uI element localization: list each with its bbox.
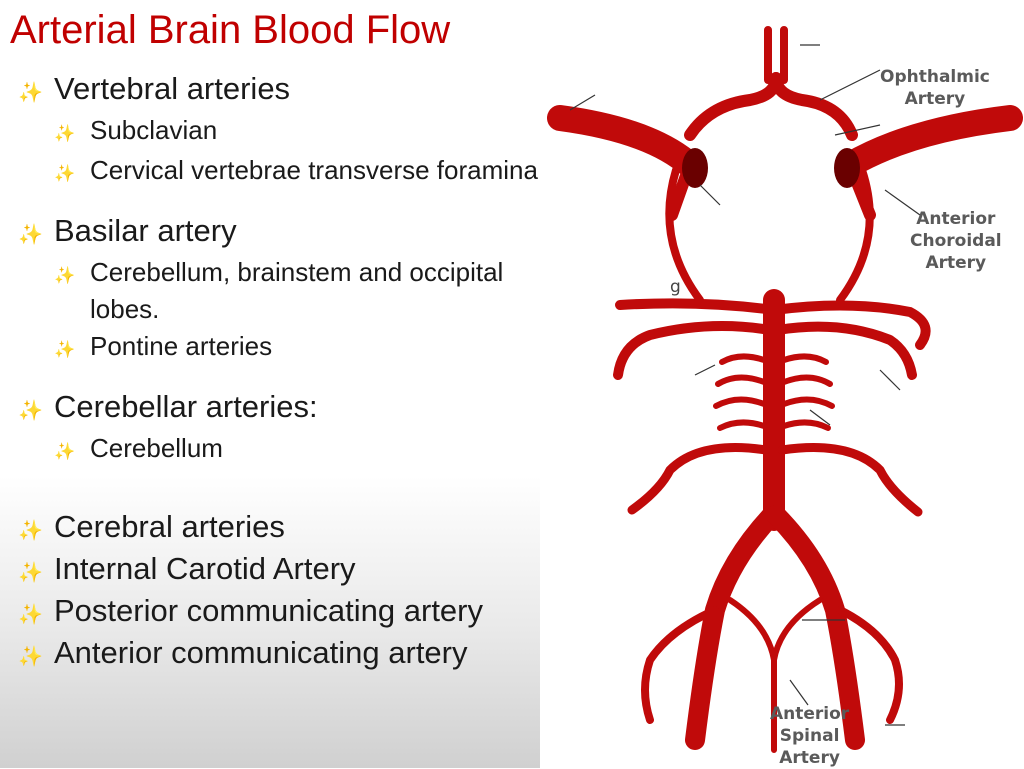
pontine-artery: [781, 396, 835, 409]
bullet-basilar-artery: ✨ Basilar artery: [18, 212, 538, 254]
anterior-spinal-artery: [727, 597, 823, 753]
middle-cerebral-right: [837, 105, 1023, 178]
bullet-icon: ✨: [54, 124, 76, 143]
sub-bullet-transverse-foramina: ✨ Cervical vertebrae transverse foramina: [18, 152, 538, 192]
bullet-icon: ✨: [54, 442, 76, 461]
left-carotid-lumen: [682, 148, 708, 188]
aica-right: [777, 443, 923, 517]
bullet-list: ✨ Vertebral arteries ✨ Subclavian ✨ Cerv…: [18, 70, 538, 676]
slide-title: Arterial Brain Blood Flow: [10, 8, 451, 52]
anterior-cerebral-artery: [764, 26, 788, 84]
bullet-icon: ✨: [18, 646, 43, 668]
bullet-cerebellar-arteries: ✨ Cerebellar arteries:: [18, 388, 538, 430]
anterior-cerebral-left: [684, 72, 782, 141]
vertebral-artery-right: [766, 505, 865, 750]
leader-line-spinal: [789, 679, 809, 706]
bullet-posterior-communicating: ✨ Posterior communicating artery: [18, 592, 538, 634]
bullet-icon: ✨: [54, 266, 76, 285]
anterior-cerebral-right: [770, 72, 858, 141]
bullet-icon: ✨: [18, 520, 43, 542]
bullet-icon: ✨: [18, 400, 43, 422]
superior-cerebellar-right: [773, 321, 917, 380]
pica-right: [836, 606, 903, 724]
bullet-internal-carotid: ✨ Internal Carotid Artery: [18, 550, 538, 592]
bullet-icon: ✨: [18, 82, 43, 104]
label-partial-g: g: [670, 277, 681, 297]
leader-line: [694, 364, 716, 376]
bullet-anterior-communicating: ✨ Anterior communicating artery: [18, 634, 538, 676]
pontine-artery: [713, 396, 767, 409]
bullet-icon: ✨: [18, 562, 43, 584]
right-carotid-lumen: [834, 148, 860, 188]
middle-cerebral-left: [547, 105, 703, 178]
sub-bullet-pontine-arteries: ✨ Pontine arteries: [18, 328, 538, 368]
artery-diagram-svg: [547, 26, 1023, 753]
sub-bullet-cerebellum-brainstem: ✨ Cerebellum, brainstem and occipital lo…: [54, 257, 504, 324]
leader-line: [569, 94, 596, 111]
posterior-communicating-left: [665, 166, 704, 304]
pica-left: [641, 606, 719, 724]
leader-line-ophthalmic: [819, 69, 881, 101]
posterior-communicating-right: [836, 166, 874, 304]
pontine-artery: [781, 374, 833, 387]
leader-line: [699, 184, 721, 206]
bullet-cerebral-arteries: ✨ Cerebral arteries: [18, 508, 538, 550]
pontine-artery: [717, 419, 767, 431]
bullet-icon: ✨: [54, 340, 76, 359]
leader-line: [834, 124, 881, 136]
bullet-vertebral-arteries: ✨ Vertebral arteries: [18, 70, 538, 112]
pontine-artery: [715, 374, 767, 387]
leader-line-choroidal: [884, 189, 921, 216]
posterior-cerebral-left: [615, 298, 779, 315]
aica-left: [627, 443, 771, 515]
leader-line: [809, 409, 831, 426]
sub-bullet-subclavian: ✨ Subclavian: [18, 112, 538, 152]
superior-cerebellar-left: [613, 321, 775, 380]
posterior-cerebral-right: [769, 300, 931, 350]
bullet-icon: ✨: [54, 164, 76, 183]
bullet-icon: ✨: [18, 224, 43, 246]
pontine-artery: [781, 419, 831, 431]
leader-line: [879, 369, 901, 391]
bullet-icon: ✨: [18, 604, 43, 626]
pontine-artery: [781, 353, 829, 365]
sub-bullet-cerebellum: ✨ Cerebellum: [18, 430, 538, 470]
pontine-artery: [719, 353, 767, 365]
